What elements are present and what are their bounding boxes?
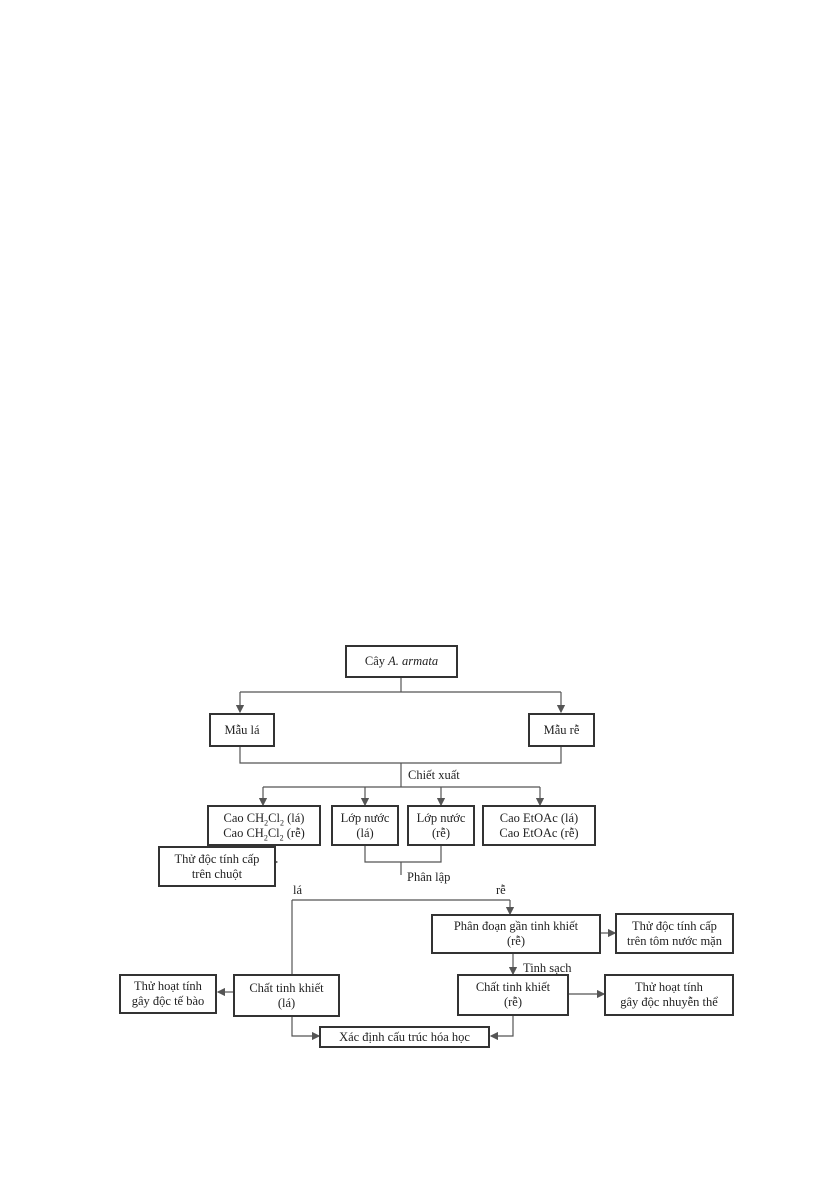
node-water-layer-leaf: Lớp nước (lá) — [331, 805, 399, 846]
node-larvicidal-assay: Thử hoạt tính gây độc nhuyễn thể — [604, 974, 734, 1016]
node-cytotoxic-assay: Thử hoạt tính gây độc tế bào — [119, 974, 217, 1014]
ch2cl2-leaf-text: Cao CH2Cl2 (lá) — [223, 810, 305, 827]
label-root-branch: rễ — [494, 883, 508, 897]
water-root-line1: Lớp nước — [416, 810, 466, 825]
node-acute-toxicity-mouse: Thử độc tính cấp trên chuột — [158, 846, 276, 887]
acute-shrimp-line1: Thử độc tính cấp — [632, 918, 717, 933]
node-structure-determination: Xác định cấu trúc hóa học — [319, 1026, 490, 1048]
water-root-line2: (rễ) — [431, 825, 451, 840]
node-semi-pure-fraction: Phân đoạn gần tinh khiết (rễ) — [431, 914, 601, 954]
pure-root-line2: (rễ) — [503, 995, 523, 1009]
cytotoxic-line1: Thử hoạt tính — [134, 979, 202, 993]
structure-text: Xác định cấu trúc hóa học — [339, 1029, 470, 1044]
leaf-sample-text: Mẫu lá — [224, 722, 260, 737]
water-leaf-line2: (lá) — [356, 825, 374, 840]
label-isolation: Phân lập — [405, 870, 453, 884]
cytotoxic-line2: gây độc tế bào — [131, 994, 205, 1008]
etoac-leaf-text: Cao EtOAc (lá) — [499, 810, 579, 825]
label-leaf-branch: lá — [291, 883, 305, 897]
node-leaf-sample: Mẫu lá — [209, 713, 275, 747]
root-sample-text: Mẫu rễ — [543, 722, 580, 737]
larvicidal-line2: gây độc nhuyễn thể — [620, 995, 718, 1009]
label-extraction: Chiết xuất — [406, 768, 462, 782]
plant-species: A. armata — [388, 654, 439, 668]
node-ch2cl2-extracts: Cao CH2Cl2 (lá) Cao CH2Cl2 (rễ) — [207, 805, 321, 846]
label-purification: Tinh sạch — [521, 961, 574, 975]
semi-pure-line1: Phân đoạn gần tinh khiết — [453, 919, 579, 933]
node-pure-compound-leaf: Chất tinh khiết (lá) — [233, 974, 340, 1017]
node-pure-compound-root: Chất tinh khiết (rễ) — [457, 974, 569, 1016]
acute-shrimp-line2: trên tôm nước mặn — [627, 933, 722, 948]
node-water-layer-root: Lớp nước (rễ) — [407, 805, 475, 846]
ch2cl2-root-text: Cao CH2Cl2 (rễ) — [223, 825, 305, 842]
pure-leaf-line2: (lá) — [277, 995, 296, 1010]
node-acute-toxicity-shrimp: Thử độc tính cấp trên tôm nước mặn — [615, 913, 734, 954]
node-etoac-extracts: Cao EtOAc (lá) Cao EtOAc (rễ) — [482, 805, 596, 846]
acute-mouse-line2: trên chuột — [191, 866, 243, 881]
node-root-sample: Mẫu rễ — [528, 713, 595, 747]
larvicidal-line1: Thử hoạt tính — [635, 980, 703, 994]
pure-leaf-line1: Chất tinh khiết — [249, 980, 324, 995]
acute-mouse-line1: Thử độc tính cấp — [174, 851, 260, 866]
etoac-root-text: Cao EtOAc (rễ) — [499, 825, 579, 840]
semi-pure-line2: (rễ) — [506, 934, 526, 948]
node-plant: Cây A. armata — [345, 645, 458, 678]
water-leaf-line1: Lớp nước — [340, 810, 390, 825]
pure-root-line1: Chất tinh khiết — [475, 980, 551, 994]
plant-prefix: Cây — [364, 654, 389, 668]
